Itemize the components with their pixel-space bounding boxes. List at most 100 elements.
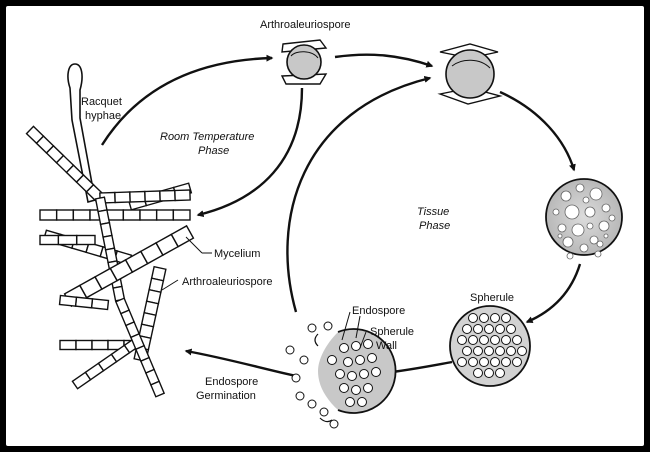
hyphal-segment: [129, 190, 146, 203]
endospore: [371, 367, 381, 377]
young-spherule-vacuole: [571, 223, 585, 237]
mature-spherule-endospore: [484, 324, 494, 334]
young-spherule-vacuole: [552, 208, 560, 216]
label-racquet: Racquet: [81, 96, 122, 108]
hyphal-segment: [39, 234, 60, 246]
label-room-temperature: Room Temperature: [160, 131, 254, 143]
hyphal-segment: [149, 380, 166, 398]
young-spherule-vacuole: [566, 252, 574, 260]
mature-spherule-endospore: [501, 313, 511, 323]
hyphal-segment: [99, 221, 113, 238]
mature-spherule-endospore: [495, 324, 505, 334]
endospore: [343, 357, 353, 367]
endospore: [367, 353, 377, 363]
hyphal-segment: [155, 209, 175, 221]
mature-spherule-endospore: [506, 324, 516, 334]
young-spherule-vacuole: [589, 235, 599, 245]
released-endospore: [291, 373, 301, 383]
endospore: [345, 397, 355, 407]
mature-spherule-endospore: [484, 368, 494, 378]
mature-spherule-endospore: [468, 313, 478, 323]
mature-spherule-endospore: [484, 346, 494, 356]
released-endospore: [329, 419, 339, 429]
endospore: [351, 341, 361, 351]
mature-spherule-endospore: [512, 357, 522, 367]
mature-spherule-endospore: [495, 368, 505, 378]
hyphal-segment: [58, 294, 78, 307]
hyphal-segment: [144, 190, 161, 203]
endospore: [355, 355, 365, 365]
young-spherule-vacuole: [560, 190, 572, 202]
hyphal-segment: [55, 209, 75, 221]
released-endospore: [295, 391, 305, 401]
mature-spherule-endospore: [479, 357, 489, 367]
arrow-hyphae-to-spore: [100, 54, 274, 146]
hyphal-segment: [91, 339, 109, 351]
hyphal-segment: [74, 296, 94, 309]
mature-spherule-endospore: [473, 346, 483, 356]
mature-spherule-endospore: [473, 324, 483, 334]
mature-spherule-endospore: [490, 335, 500, 345]
label-tissue-phase: Phase: [419, 220, 450, 232]
young-spherule-vacuole: [579, 243, 589, 253]
mature-spherule-endospore: [512, 335, 522, 345]
released-endospore: [299, 355, 309, 365]
young-spherule-vacuole: [596, 240, 604, 248]
hyphal-segment: [139, 209, 158, 221]
endospore: [357, 397, 367, 407]
hyphal-segment: [75, 234, 96, 246]
arrow-germination-to-mycelium: [184, 348, 297, 378]
endospore: [363, 339, 373, 349]
young-spherule-vacuole: [598, 220, 610, 232]
released-endospore: [319, 407, 329, 417]
hyphal-segment: [57, 234, 78, 246]
mature-spherule-endospore: [490, 357, 500, 367]
arrow-swelling-to-young-spherule: [499, 90, 576, 172]
young-spherule-vacuole: [564, 204, 580, 220]
endospore: [339, 383, 349, 393]
released-endospore: [307, 399, 317, 409]
hyphal-segment: [59, 339, 77, 351]
hyphal-segment: [102, 234, 116, 251]
hyphal-segment: [104, 247, 118, 264]
arrow-spore-to-mycelium: [196, 87, 304, 218]
rupturing-spherule: [285, 321, 397, 429]
arrow-young-to-mature-spherule: [525, 263, 582, 324]
label-tissue: Tissue: [417, 206, 449, 218]
arrow-spore-to-swelling: [334, 53, 434, 68]
label-endospore: Endospore: [352, 305, 405, 317]
label-room-phase: Phase: [198, 145, 229, 157]
endospore: [339, 343, 349, 353]
mycelium-drawing: [25, 63, 195, 398]
mature-spherule-endospore: [457, 335, 467, 345]
mature-spherule-endospore: [468, 335, 478, 345]
young-spherule-vacuole: [601, 203, 611, 213]
released-endospore: [285, 345, 295, 355]
label-spherule-wall: Spherule: [370, 326, 414, 338]
endospore: [363, 383, 373, 393]
arthroaleuriospore-top: [280, 39, 328, 85]
spherule-wall-fragment: [314, 333, 319, 347]
pointer-lines: [161, 236, 367, 349]
mature-spherule-endospore: [473, 368, 483, 378]
label-spherule: Spherule: [470, 292, 514, 304]
swelling-arthroconidium: [437, 43, 503, 105]
young-spherule-vacuole: [557, 233, 563, 239]
mature-spherule-endospore: [468, 357, 478, 367]
mature-spherule-endospore: [462, 324, 472, 334]
hyphal-segment: [94, 196, 108, 213]
racquet-hypha: [67, 63, 96, 204]
mature-spherule-endospore: [501, 357, 511, 367]
young-spherule-vacuole: [603, 233, 609, 239]
hyphal-segment: [174, 189, 191, 202]
young-spherule-vacuole: [594, 250, 602, 258]
endospore: [327, 355, 337, 365]
mature-spherule-endospore: [506, 346, 516, 356]
mature-spherule-endospore: [501, 335, 511, 345]
label-wall: Wall: [376, 340, 397, 352]
hyphal-chain-lower: [39, 234, 167, 398]
endospore: [359, 369, 369, 379]
label-mycelium: Mycelium: [214, 248, 260, 260]
spherule-wall-fragment: [319, 417, 333, 423]
